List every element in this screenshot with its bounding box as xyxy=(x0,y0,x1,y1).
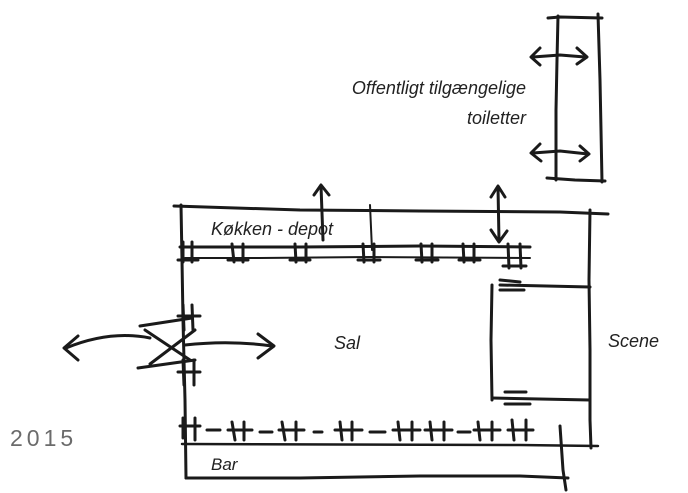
toilet-label-line2: toiletter xyxy=(466,108,526,128)
year-label: 2015 xyxy=(10,425,78,451)
stage-label: Scene xyxy=(608,331,660,351)
kitchen-wall xyxy=(176,204,532,270)
toilet-label-line1: Offentligt tilgængelige xyxy=(351,78,526,98)
kitchen-access-arrows xyxy=(312,183,509,244)
bar-wall xyxy=(178,416,535,442)
toilet-label: Offentligt tilgængelige toiletter xyxy=(250,73,526,133)
toilet-door-arrows xyxy=(529,46,591,163)
entrance xyxy=(62,303,276,387)
bar-label: Bar xyxy=(211,455,238,474)
hall-label: Sal xyxy=(334,333,361,353)
stage-box xyxy=(489,278,592,406)
toilet-block xyxy=(545,12,607,184)
kitchen-label: Køkken - depot xyxy=(211,219,334,239)
